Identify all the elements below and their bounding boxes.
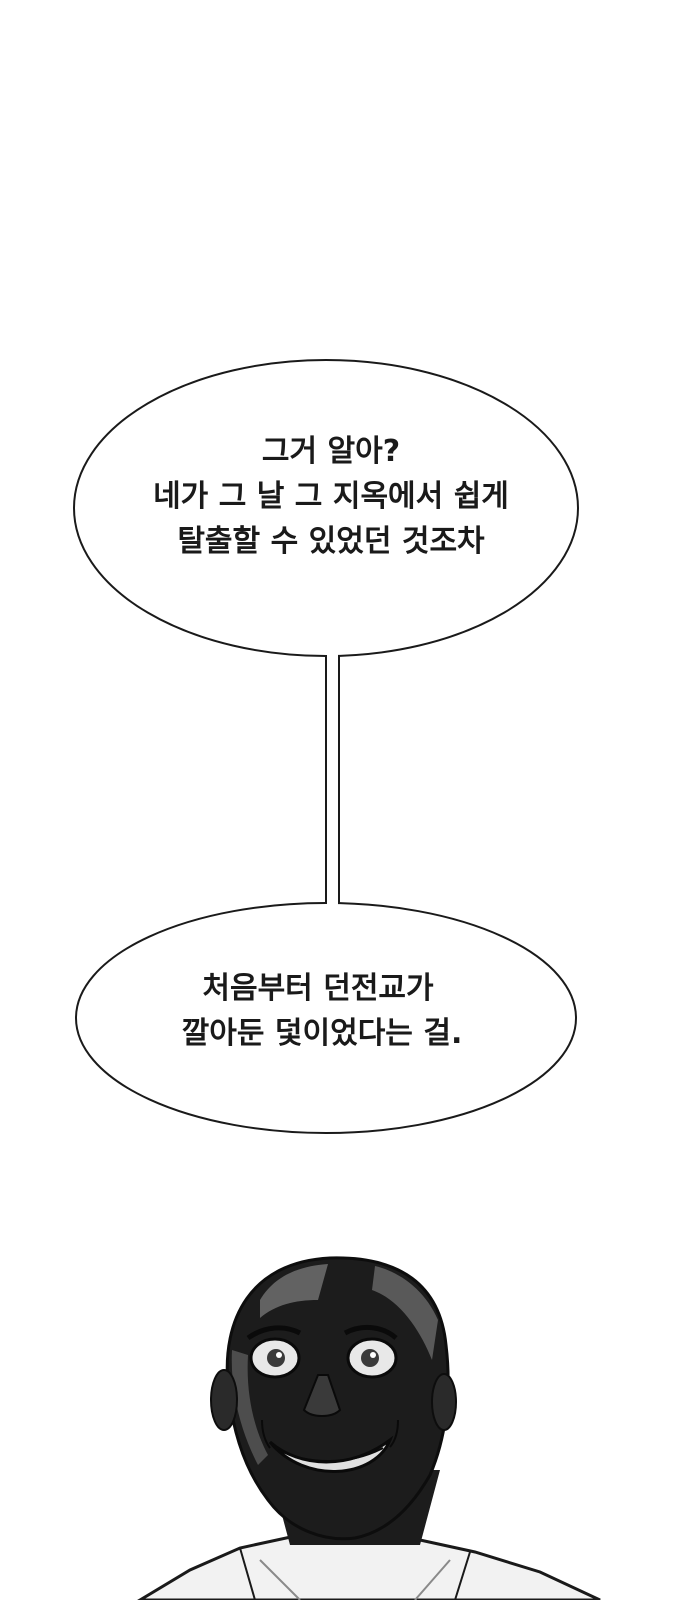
bubble-1-line-1: 그거 알아? (262, 434, 400, 469)
speech-bubble-1: 그거 알아? 네가 그 날 그 지옥에서 쉽게 탈출할 수 있었던 것조차 (73, 359, 579, 662)
bald-man-face-icon (137, 1256, 601, 1600)
bubble-connector (325, 650, 340, 912)
bubble-2-line-2: 깔아둔 덫이었다는 걸. (182, 1016, 463, 1051)
bubble-1-line-2: 네가 그 날 그 지옥에서 쉽게 (153, 479, 509, 514)
bubble-1-line-3: 탈출할 수 있었던 것조차 (177, 524, 485, 559)
bubble-2-line-1: 처음부터 던전교가 (202, 971, 434, 1006)
speech-bubble-2: 처음부터 던전교가 깔아둔 덫이었다는 걸. (75, 896, 577, 1134)
